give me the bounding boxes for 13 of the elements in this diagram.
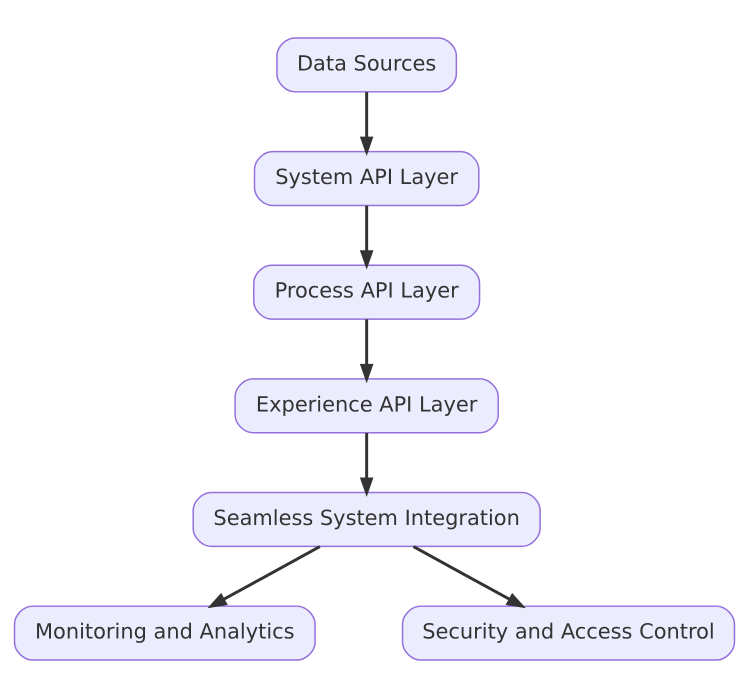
node-box: Process API Layer (253, 264, 480, 320)
node-box: System API Layer (254, 150, 480, 206)
arrow (360, 432, 374, 496)
arrow (360, 318, 374, 383)
node-box: Monitoring and Analytics (14, 604, 316, 660)
arrow (412, 544, 526, 608)
arrow (360, 205, 374, 270)
node-box: Security and Access Control (402, 604, 736, 660)
node-box: Seamless System Integration (192, 491, 541, 547)
arrow (207, 544, 321, 608)
arrow (360, 92, 374, 156)
node-box: Data Sources (276, 36, 458, 92)
node-box: Experience API Layer (234, 378, 499, 433)
